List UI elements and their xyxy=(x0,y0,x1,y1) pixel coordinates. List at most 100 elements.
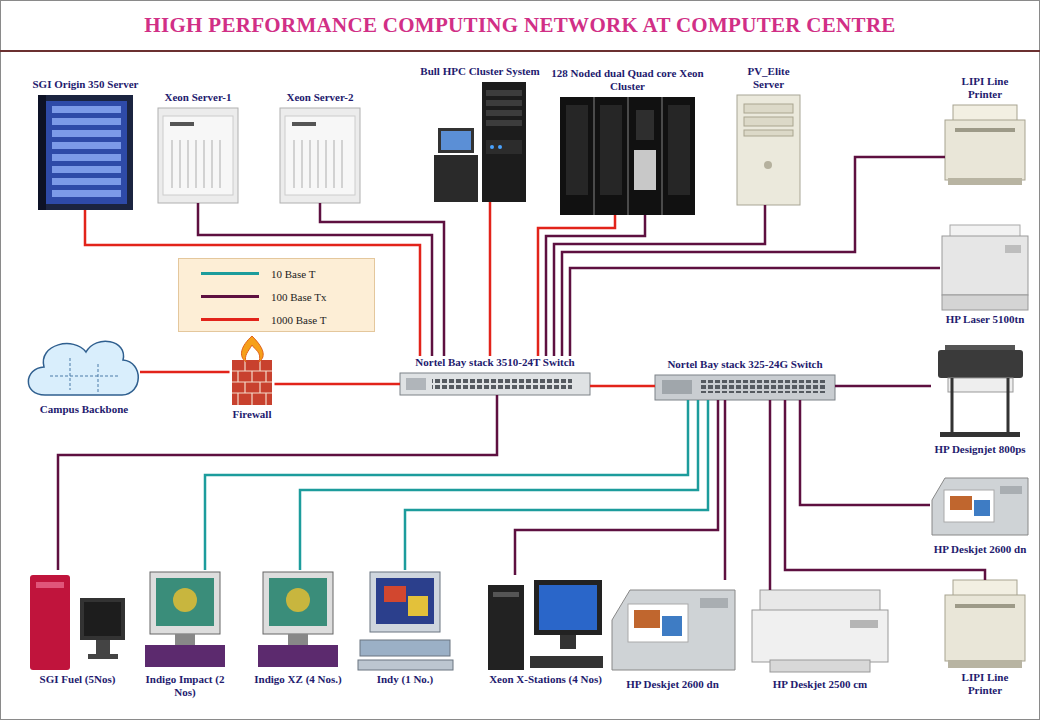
network-cable xyxy=(405,400,708,570)
cluster-rack-icon xyxy=(438,128,474,153)
firewall-icon xyxy=(232,360,272,405)
workstation-icon xyxy=(175,634,195,645)
device-label: HP Designjet 800ps xyxy=(934,443,1026,456)
device-label-group: SGI Origin 350 Server xyxy=(32,78,139,91)
device-label: LIPI Line Printer xyxy=(950,75,1020,101)
workstation-icon xyxy=(145,645,225,667)
network-cable xyxy=(140,371,230,374)
network-switch-icon xyxy=(400,373,590,395)
device-node: HP Laser 5100tn xyxy=(940,225,1030,327)
network-cable xyxy=(835,385,931,388)
legend-row: 100 Base Tx xyxy=(201,289,371,305)
inkjet-printer-icon xyxy=(634,610,660,628)
workstation-icon xyxy=(534,580,602,635)
rack-server-icon xyxy=(52,154,121,161)
network-cable xyxy=(300,400,698,570)
line-printer-icon xyxy=(955,604,1015,608)
line-printer-icon xyxy=(945,595,1025,661)
device-label-group: Indy (1 No.) xyxy=(377,673,434,686)
network-cable xyxy=(554,205,765,356)
network-switch-icon xyxy=(406,378,426,390)
workstation-icon xyxy=(358,660,453,670)
device-node: Bull HPC Cluster System xyxy=(417,65,543,202)
device-label-group: HP Designjet 800ps xyxy=(934,443,1026,456)
device-label-group: Nortel Bay stack 3510-24T Switch xyxy=(415,356,575,369)
device-node: Indy (1 No.) xyxy=(355,570,455,687)
rack-server-icon xyxy=(52,178,121,185)
workstation-icon xyxy=(288,634,308,645)
cluster-cabinet-icon xyxy=(594,97,662,215)
device-label: Indigo Impact (2 Nos) xyxy=(135,673,235,699)
cluster-rack-icon xyxy=(486,100,522,106)
cluster-rack-icon xyxy=(486,110,522,116)
plotter-icon xyxy=(952,378,1008,433)
legend-swatch xyxy=(201,295,259,298)
network-cable xyxy=(800,400,930,505)
cluster-cabinet-icon xyxy=(634,150,656,190)
workstation-icon xyxy=(173,588,197,612)
tower-server-icon xyxy=(170,122,194,126)
cluster-rack-icon xyxy=(482,82,526,202)
workstation-icon xyxy=(30,575,70,670)
network-cable xyxy=(769,400,772,590)
network-cable xyxy=(724,400,727,580)
inkjet-printer-icon xyxy=(932,478,1028,535)
rack-server-icon xyxy=(38,95,46,210)
device-node: SGI Origin 350 Server xyxy=(29,78,142,210)
network-cable xyxy=(562,157,945,356)
device-label-group: HP Deskjet 2600 dn xyxy=(626,678,719,691)
rack-server-icon xyxy=(52,130,121,137)
desktop-tower-icon xyxy=(744,117,793,126)
device-label-group: HP Deskjet 2500 cm xyxy=(773,678,868,691)
workstation-icon xyxy=(376,578,434,624)
workstation-icon xyxy=(150,572,220,634)
device-label: Indigo XZ (4 Nos.) xyxy=(254,673,342,686)
inkjet-printer-icon xyxy=(944,490,994,522)
device-node: HP Deskjet 2600 dn xyxy=(930,475,1030,557)
campus-cloud-icon xyxy=(28,341,138,395)
laser-printer-icon xyxy=(1005,245,1021,253)
workstation-icon xyxy=(36,582,64,588)
rack-server-icon xyxy=(38,95,133,210)
plotter-icon xyxy=(948,378,1013,392)
line-printer-icon xyxy=(948,660,1022,668)
network-cable xyxy=(590,385,655,388)
tower-server-icon xyxy=(172,140,220,188)
device-label: HP Deskjet 2600 dn xyxy=(626,678,719,691)
laser-printer-icon xyxy=(950,225,1020,237)
tower-server-icon xyxy=(285,116,355,195)
workstation-icon xyxy=(408,596,428,616)
network-switch-icon xyxy=(700,380,826,393)
firewall-icon xyxy=(232,360,272,405)
device-label: HP Deskjet 2500 cm xyxy=(773,678,868,691)
device-label-group: SGI Fuel (5Nos) xyxy=(40,673,116,686)
inkjet-printer-icon xyxy=(932,478,1028,535)
device-label-group: HP Deskjet 2600 dn xyxy=(934,543,1027,556)
workstation-icon xyxy=(80,598,125,640)
device-label-group: Xeon X-Stations (4 Nos) xyxy=(489,673,602,686)
inkjet-printer-icon xyxy=(612,590,735,670)
device-node: Indigo XZ (4 Nos.) xyxy=(251,570,345,687)
device-node: HP Deskjet 2500 cm xyxy=(750,590,890,692)
device-node: Xeon Server-1 xyxy=(158,91,238,203)
desktop-tower-icon xyxy=(737,95,800,205)
cluster-rack-icon xyxy=(498,145,502,149)
device-node: SGI Fuel (5Nos) xyxy=(30,570,125,687)
device-label-group: HP Laser 5100tn xyxy=(946,313,1025,326)
device-label: Nortel Bay stack 3510-24T Switch xyxy=(415,356,575,369)
legend-text: 10 Base T xyxy=(271,266,315,282)
inkjet-printer-icon xyxy=(752,590,888,672)
diagram-title: HIGH PERFORMANCE COMPUTING NETWORK AT CO… xyxy=(0,13,1040,38)
firewall-icon xyxy=(241,336,263,362)
rack-server-icon xyxy=(52,142,121,149)
cluster-cabinet-icon xyxy=(600,105,622,195)
device-label: HP Laser 5100tn xyxy=(946,313,1025,326)
cluster-rack-icon xyxy=(486,120,522,126)
legend-row: 1000 Base T xyxy=(201,312,371,328)
rack-server-icon xyxy=(38,95,133,210)
line-printer-icon xyxy=(945,120,1025,180)
network-cable xyxy=(205,400,688,570)
device-node: 128 Noded dual Quad core Xeon Cluster xyxy=(540,67,716,215)
line-printer-icon xyxy=(945,105,1025,185)
